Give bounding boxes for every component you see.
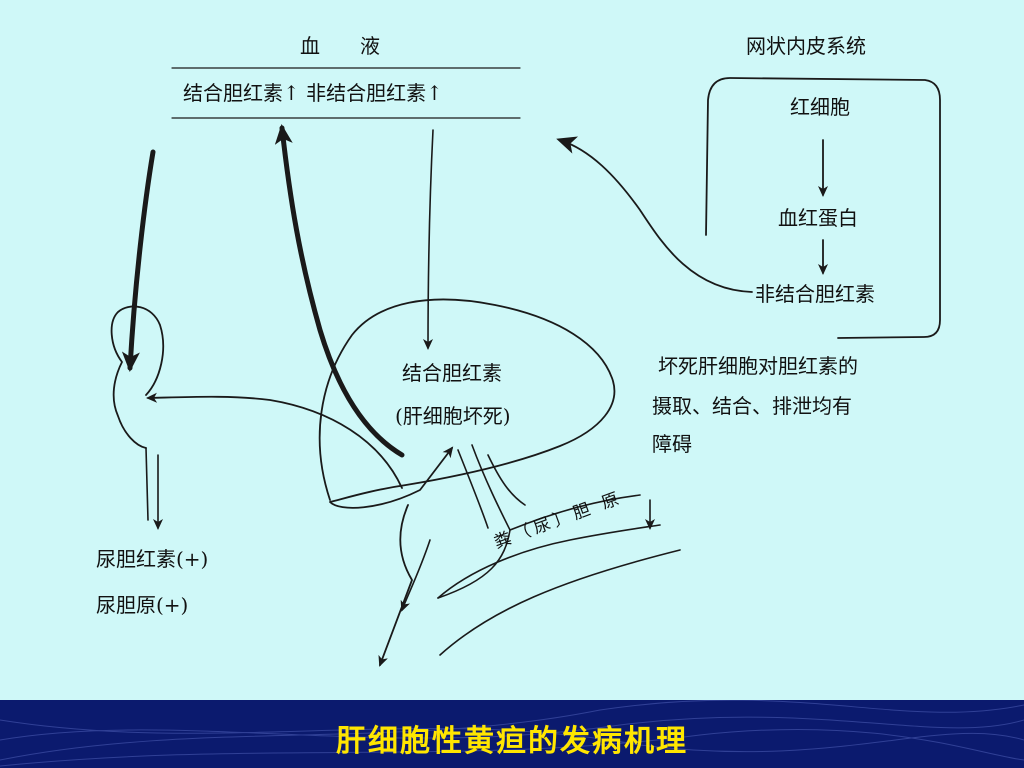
bile-duct-inner: [457, 449, 489, 529]
arrow-liver-to-blood: [274, 124, 405, 458]
urine-bilirubin: 尿胆红素(+): [96, 547, 209, 571]
urine-urobilinogen: 尿胆原(+): [96, 593, 189, 617]
kidney-ureter-left: [145, 447, 149, 521]
arrow-blood-to-liver: [423, 129, 434, 350]
note-line-2: 摄取、结合、排泄均有: [652, 394, 852, 418]
slide-title: 肝细胞性黄疸的发病机理: [336, 724, 688, 759]
footer-bar: 肝细胞性黄疸的发病机理: [0, 700, 1024, 768]
res-step-rbc: 红细胞: [790, 95, 850, 119]
footer-decoration: [0, 700, 1024, 767]
res-step-unconjugated: 非结合胆红素: [755, 282, 875, 306]
arrow-blood-to-kidney: [121, 149, 156, 372]
blood-title: 血 液: [300, 34, 380, 58]
kidney-outline: [110, 305, 164, 449]
intestine-band-1: [509, 494, 641, 531]
liver-label-conjugated: 结合胆红素: [402, 361, 502, 385]
res-title: 网状内皮系统: [746, 34, 866, 58]
intestine-outer: [378, 504, 413, 667]
bile-duct-outer: [437, 444, 511, 599]
mechanism-diagram: [110, 67, 941, 667]
intestine-middle: [400, 539, 431, 612]
note-line-1: 坏死肝细胞对胆红素的: [658, 354, 858, 378]
res-bracket: [705, 77, 941, 339]
res-step-hemoglobin: 血红蛋白: [778, 206, 858, 230]
bile-duct-right: [487, 454, 526, 506]
arrow-res-to-blood: [556, 136, 753, 293]
blood-bilirubin-row: 结合胆红素↑ 非结合胆红素↑: [183, 81, 443, 105]
arrow-liver-to-kidney: [146, 392, 403, 489]
intestine-band-2: [437, 524, 661, 599]
liver-outline: [318, 298, 616, 509]
liver-label-necrosis: (肝细胞坏死): [395, 404, 511, 428]
intestine-band-3: [439, 549, 681, 656]
note-line-3: 障碍: [652, 432, 692, 456]
